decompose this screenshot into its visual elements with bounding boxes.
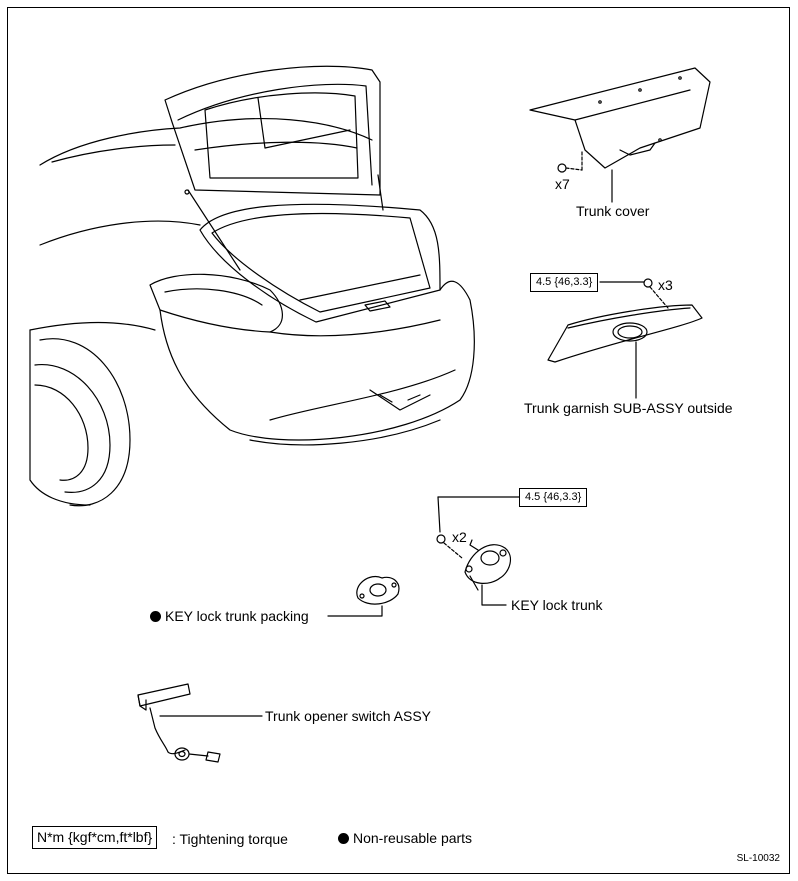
non-reusable-marker-icon [150,611,161,622]
trunk-garnish-illustration [547,278,703,399]
key-lock-packing-label: KEY lock trunk packing [150,608,309,624]
key-lock-trunk-label: KEY lock trunk [511,597,603,613]
trunk-opener-switch-illustration [137,683,263,763]
key-lock-trunk-illustration [436,496,521,606]
trunk-cover-bolt-quantity: x7 [555,176,570,192]
legend-torque-unit-box: N*m {kgf*cm,ft*lbf} [32,826,158,849]
key-lock-packing-illustration [327,576,400,617]
trunk-garnish-label: Trunk garnish SUB-ASSY outside [524,400,733,416]
car-rear-illustration [29,65,475,507]
figure-id: SL-10032 [736,853,780,864]
trunk-cover-label: Trunk cover [576,203,650,219]
trunk-opener-switch-label: Trunk opener switch ASSY [265,708,432,724]
non-reusable-legend-icon [338,833,349,844]
key-lock-torque-box: 4.5 {46,3.3} [519,488,588,507]
key-lock-packing-text: KEY lock trunk packing [165,608,309,624]
legend-non-reusable-text: Non-reusable parts [353,830,473,846]
garnish-nut-quantity: x3 [658,277,673,293]
figure-frame [7,7,790,874]
trunk-cover-illustration [529,67,711,203]
legend-non-reusable: Non-reusable parts [338,830,472,847]
key-lock-nut-quantity: x2 [452,529,467,545]
legend-torque-description: : Tightening torque [172,831,288,847]
garnish-torque-box: 4.5 {46,3.3} [530,273,599,292]
